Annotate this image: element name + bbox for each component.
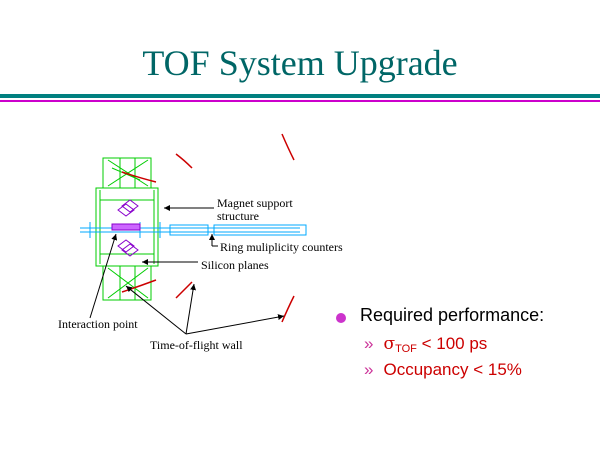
sub-bullet-marker: » (364, 360, 374, 379)
sub-bullet-marker: » (364, 334, 374, 353)
sub-bullet-timing: » σTOF < 100 ps (364, 334, 487, 355)
label-magnet-support-2: structure (217, 209, 259, 223)
silicon-planes (111, 199, 141, 257)
bullet-heading: Required performance: (360, 305, 545, 325)
leader-lines (89, 205, 285, 335)
sigma-symbol: σ (383, 334, 396, 354)
sub-bullet-occupancy: » Occupancy < 15% (364, 360, 522, 380)
title-rule-magenta (0, 100, 600, 102)
occupancy-requirement: Occupancy < 15% (383, 360, 522, 379)
title-rule-teal (0, 94, 600, 98)
slide-title: TOF System Upgrade (142, 43, 458, 83)
label-interaction-point: Interaction point (58, 317, 138, 331)
beamline (80, 222, 307, 238)
label-tof-wall: Time-of-flight wall (150, 338, 243, 352)
tof-subscript: TOF (395, 343, 417, 355)
bullet-dot (336, 313, 346, 323)
label-ring-counters: Ring muliplicity counters (220, 240, 343, 254)
timing-requirement: < 100 ps (416, 334, 488, 353)
label-magnet-support-1: Magnet support (217, 196, 293, 210)
label-silicon-planes: Silicon planes (201, 258, 269, 272)
